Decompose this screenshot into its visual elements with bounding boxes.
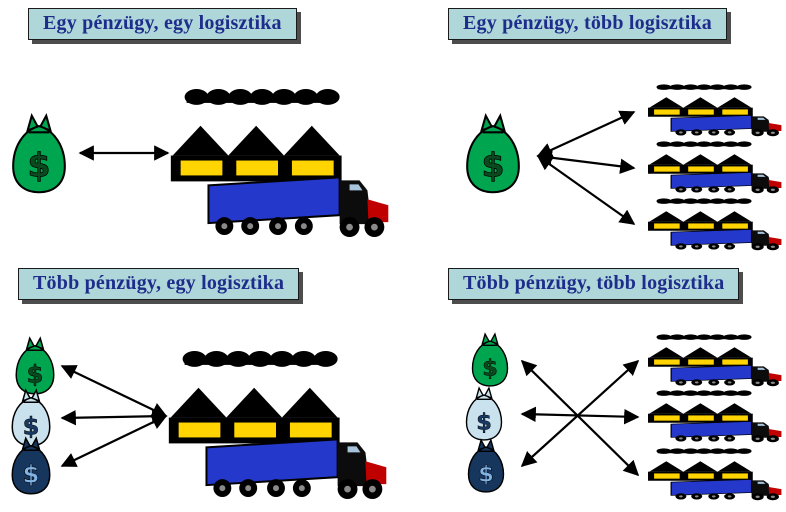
panel-title: Több pénzügy, egy logisztika [33,272,285,294]
money-bag-darkblue-icon: $ [8,436,54,496]
money-bag-green-icon: $ [468,332,512,388]
factory-truck-icon [648,198,782,252]
factory-truck-icon [648,84,782,138]
dollar-sign: $ [27,361,44,389]
one-to-many-arrows-icon [536,110,636,225]
panel-title: Egy pénzügy, egy logisztika [43,12,282,34]
money-bag-lightblue-icon: $ [8,388,54,448]
factory-truck-icon [648,390,782,444]
money-bag-green-icon: $ [12,336,58,396]
dollar-sign: $ [476,409,492,435]
money-bag-lightblue-icon: $ [462,386,506,442]
panel-title: Egy pénzügy, több logisztika [463,12,712,34]
panel-title-box: Több pénzügy, több logisztika [448,268,740,300]
panel-title-box: Egy pénzügy, egy logisztika [28,8,297,40]
dollar-sign: $ [482,355,498,381]
panel-title-box: Több pénzügy, egy logisztika [18,268,300,300]
one-to-one-arrow-icon [78,145,170,161]
factory-truck-icon [648,141,782,195]
factory-truck-icon [170,88,390,242]
money-bag-green-icon: $ [462,112,524,196]
factory-truck-icon [648,334,782,388]
dollar-sign: $ [23,413,40,441]
factory-truck-icon [648,448,782,502]
dollar-sign: $ [28,146,51,185]
factory-truck-icon [168,350,388,504]
dollar-sign: $ [482,146,505,185]
many-to-one-arrows-icon [60,365,168,467]
many-to-many-arrows-icon [520,359,640,477]
money-bag-green-icon: $ [8,112,70,196]
money-bag-darkblue-icon: $ [464,438,508,494]
panel-title-box: Egy pénzügy, több logisztika [448,8,727,40]
dollar-sign: $ [23,461,40,489]
panel-title: Több pénzügy, több logisztika [463,272,725,294]
dollar-sign: $ [478,461,494,487]
